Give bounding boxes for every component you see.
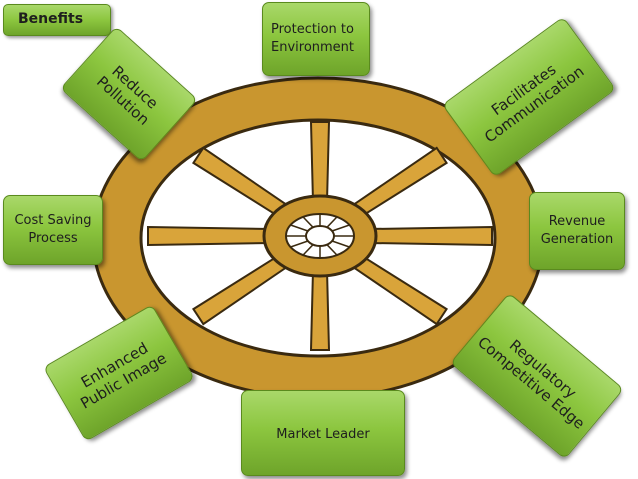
benefit-label: Enhanced Public Image: [77, 338, 170, 413]
hub-segment-line: [331, 224, 350, 232]
benefit-market-leader: Market Leader: [241, 390, 405, 476]
benefit-label: Market Leader: [276, 427, 370, 443]
benefit-label: Reduce Pollution: [93, 62, 162, 129]
benefit-label: Revenue Generation: [540, 214, 614, 247]
benefit-protection-to-environment: Protection to Environment: [262, 2, 370, 76]
hub-segment-line: [302, 216, 314, 228]
hub-segment-line: [290, 240, 309, 248]
wheel-spoke: [309, 269, 331, 351]
benefit-label: Protection to Environment: [271, 22, 355, 55]
wheel-hub-segments: [286, 214, 354, 258]
benefit-revenue-generation: Revenue Generation: [529, 192, 625, 270]
hub-segment-line: [326, 216, 338, 228]
wheel-spoke: [309, 121, 331, 203]
hub-segment-line: [290, 224, 309, 232]
hub-segment-line: [302, 244, 314, 256]
wheel-hub-center: [305, 225, 335, 247]
hub-segment-line: [331, 240, 350, 248]
wheel-spoke: [369, 225, 493, 247]
benefit-label: Cost Saving Process: [14, 213, 92, 246]
benefits-title: Benefits: [3, 4, 111, 36]
hub-segment-line: [326, 244, 338, 256]
wheel-spoke: [147, 225, 271, 247]
benefit-cost-saving-process: Cost Saving Process: [3, 195, 103, 265]
